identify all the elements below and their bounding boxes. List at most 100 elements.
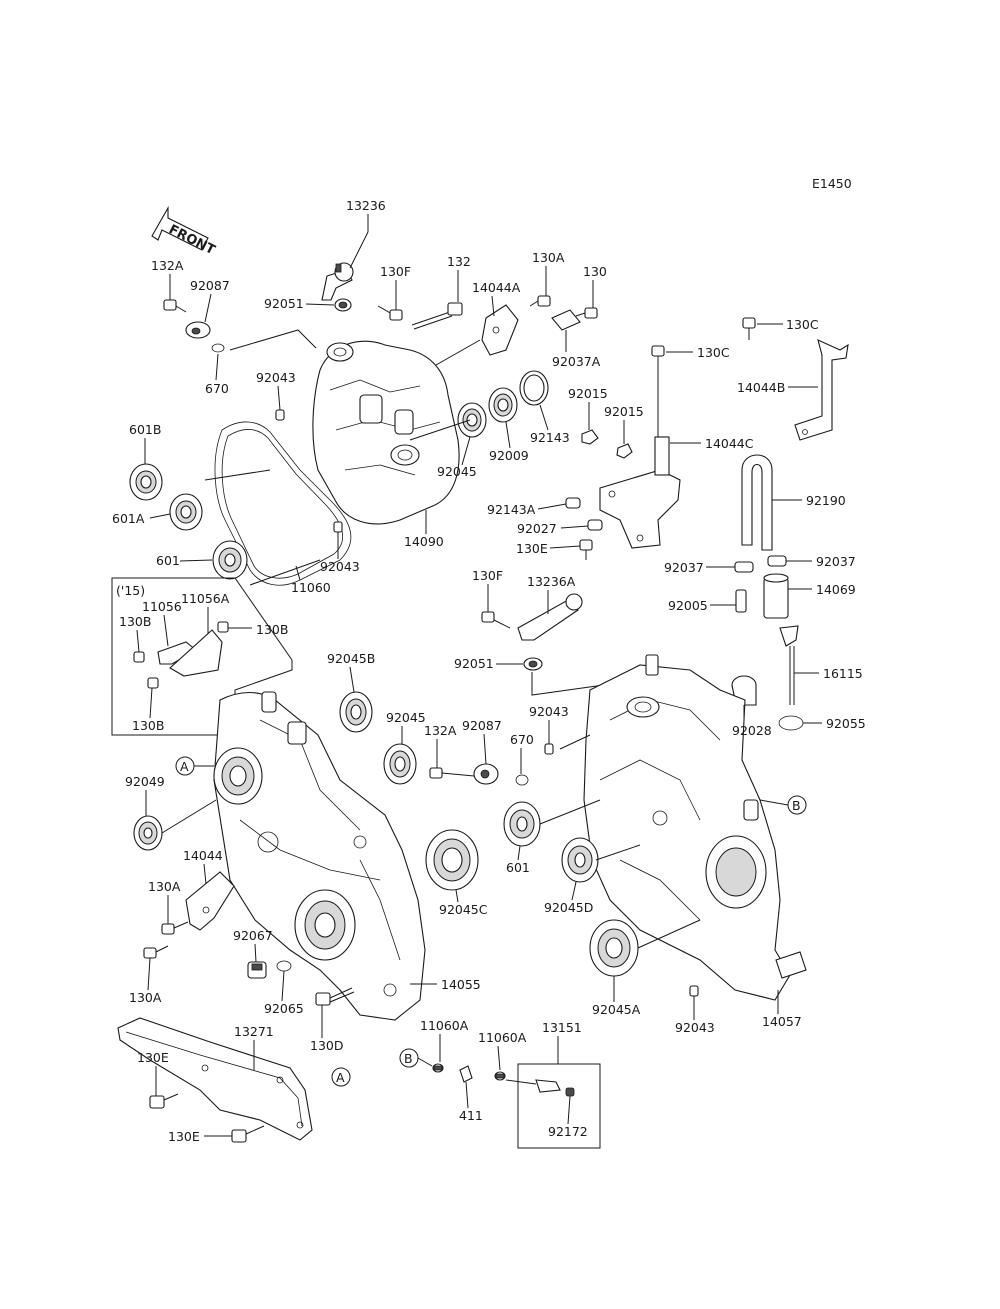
diagram-code: E1450 (812, 176, 852, 191)
nut-92015-a (581, 429, 599, 445)
shift-lever-13236A (517, 593, 583, 641)
leader-line (539, 799, 601, 825)
label-601A: 601A (112, 511, 145, 526)
label-92043-mid: 92043 (320, 559, 360, 574)
label-92045C: 92045C (439, 902, 488, 917)
dowel-92043-right (544, 743, 554, 755)
label-132A-top: 132A (151, 258, 184, 273)
label-92172: 92172 (548, 1124, 588, 1139)
label-14044C: 14044C (705, 436, 754, 451)
leader-line (637, 919, 701, 949)
gasket-11060 (214, 421, 352, 586)
crankcase-14055 (213, 691, 426, 1021)
label-92037-right: 92037 (816, 554, 856, 569)
oring-670-top (211, 343, 225, 353)
label-92037A: 92037A (552, 354, 601, 369)
cover-14090 (312, 340, 460, 525)
label-92051-mid: 92051 (454, 656, 494, 671)
label-16115: 16115 (823, 666, 863, 681)
bolt-130E-bl (149, 1093, 179, 1109)
oring-670-mid (515, 774, 529, 786)
label-13271: 13271 (234, 1024, 274, 1039)
bolt-130E-bl2 (231, 1125, 265, 1143)
label-130B-b: 130B (256, 622, 288, 637)
breather-14069 (763, 573, 789, 619)
label-92190: 92190 (806, 493, 846, 508)
hose-92190 (741, 454, 773, 551)
label-130A-bottom: 130A (129, 990, 162, 1005)
bearing-92045B (339, 691, 373, 733)
seal-92049 (133, 815, 163, 851)
label-92015-a: 92015 (568, 386, 608, 401)
marker-a-cover-text: A (336, 1070, 345, 1085)
label-132: 132 (447, 254, 471, 269)
leader-line (435, 339, 481, 366)
marker-b-case-text: B (792, 798, 801, 813)
label-92027: 92027 (517, 521, 557, 536)
label-14057: 14057 (762, 1014, 802, 1029)
part-labels: 13236 132A 92087 130F 132 130A 130 14044… (112, 198, 866, 1144)
label-130F-top: 130F (380, 264, 411, 279)
label-92028: 92028 (732, 723, 772, 738)
label-130C-mid: 130C (697, 345, 730, 360)
bolt-132A-mid (429, 767, 475, 779)
bolt-130F-top (377, 305, 403, 321)
dowel-92043-bottom (689, 985, 699, 997)
bolt-130E-mid (579, 539, 593, 560)
label-92045-top: 92045 (437, 464, 477, 479)
label-13236A: 13236A (527, 574, 576, 589)
dowel-92043-top (275, 409, 285, 421)
label-132A-mid: 132A (424, 723, 457, 738)
label-92015-b: 92015 (604, 404, 644, 419)
leader-line (759, 799, 789, 806)
plate-92087-mid (473, 763, 499, 785)
bolt-130F-mid (481, 611, 511, 629)
marker-b-case: B (787, 795, 807, 815)
label-11060A-b: 11060A (478, 1030, 527, 1045)
seal-601B (129, 463, 163, 501)
label-670-top: 670 (205, 381, 229, 396)
leader-line (249, 559, 321, 586)
label-130D: 130D (310, 1038, 343, 1053)
collar-92143 (519, 370, 549, 406)
clip-11060A-b (494, 1071, 506, 1081)
nut-92015-b (616, 443, 633, 459)
leader-line (204, 469, 271, 481)
bolt-130B-b (217, 621, 229, 633)
label-92043-top: 92043 (256, 370, 296, 385)
label-13151: 13151 (542, 1020, 582, 1035)
label-14044A: 14044A (472, 280, 521, 295)
bolt-130D (315, 987, 355, 1006)
label-92087-mid: 92087 (462, 718, 502, 733)
bolt-130C-right (742, 317, 756, 340)
label-130E-bl2: 130E (168, 1129, 200, 1144)
label-92067: 92067 (233, 928, 273, 943)
front-arrow-icon: FRONT (151, 205, 217, 258)
bearing-92045-mid (383, 743, 417, 785)
bolt-132A-top (163, 299, 187, 313)
label-130B-a: 130B (119, 614, 151, 629)
screw-92172 (565, 1087, 575, 1097)
label-92045-mid: 92045 (386, 710, 426, 725)
label-92045D: 92045D (544, 900, 593, 915)
label-92005: 92005 (668, 598, 708, 613)
leader-line (417, 1057, 433, 1067)
label-130E-mid: 130E (516, 541, 548, 556)
leader-line (595, 844, 641, 861)
year-15-box: ('15) (111, 577, 293, 736)
bracket-14044A (481, 304, 519, 356)
crankcase-14057 (583, 654, 807, 1001)
label-92049: 92049 (125, 774, 165, 789)
label-14055: 14055 (441, 977, 481, 992)
front-arrow-text: FRONT (166, 222, 217, 258)
switch-13151 (505, 1063, 601, 1149)
bolt-130-top (575, 307, 598, 319)
label-601-mid: 601 (506, 860, 530, 875)
clip-11060A-a (432, 1063, 444, 1073)
plug-92067 (247, 961, 267, 979)
clamp-92037A (551, 309, 581, 331)
bolt-130C-mid (651, 345, 665, 440)
label-92143A: 92143A (487, 502, 536, 517)
bearing-92045-top (457, 402, 487, 438)
